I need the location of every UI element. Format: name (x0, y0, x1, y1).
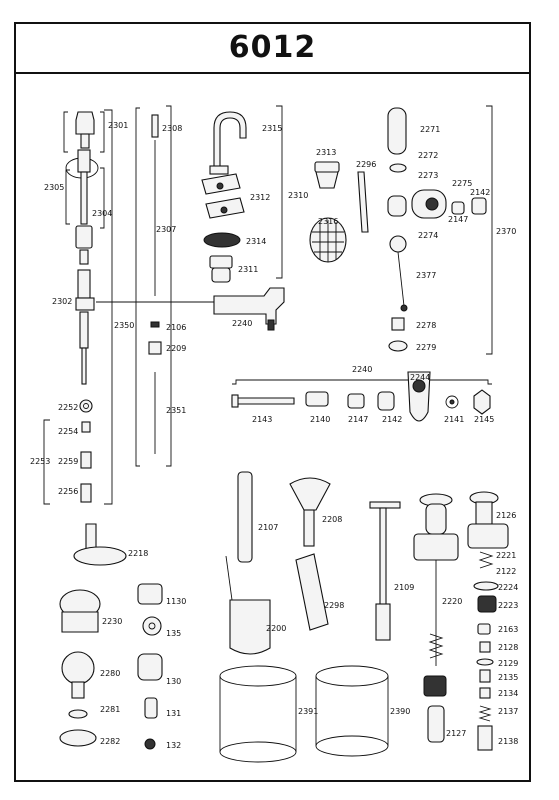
label-2259: 2259 (58, 457, 78, 466)
label-2304: 2304 (92, 209, 112, 218)
label-2141: 2141 (444, 415, 464, 424)
label-2296: 2296 (356, 160, 376, 169)
label-2129: 2129 (498, 659, 518, 668)
label-2280: 2280 (100, 669, 120, 678)
label-2274: 2274 (418, 231, 438, 240)
label-2273: 2273 (418, 171, 438, 180)
label-2315: 2315 (262, 124, 282, 133)
elbow-clamp-parts (201, 111, 285, 331)
label-2307: 2307 (156, 225, 176, 234)
pump-parts (413, 491, 509, 751)
label-2221: 2221 (496, 551, 516, 560)
label-2126: 2126 (496, 511, 516, 520)
label-2313: 2313 (316, 148, 336, 157)
label-2224: 2224 (498, 583, 518, 592)
page-title: 6012 (228, 29, 317, 65)
label-2308: 2308 (162, 124, 182, 133)
valve-regulator-parts (387, 107, 487, 352)
label-2350: 2350 (114, 321, 134, 330)
label-2244: 2244 (410, 373, 430, 382)
label-2107: 2107 (258, 523, 278, 532)
label-2370: 2370 (496, 227, 516, 236)
label-2209: 2209 (166, 344, 186, 353)
label-2278: 2278 (416, 321, 436, 330)
label-2122: 2122 (496, 567, 516, 576)
nozzle-strainer-parts (309, 161, 369, 263)
label-2351: 2351 (166, 406, 186, 415)
label-2106: 2106 (166, 323, 186, 332)
label-2163: 2163 (498, 625, 518, 634)
label-2298: 2298 (324, 601, 344, 610)
label-2220: 2220 (442, 597, 462, 606)
label-2230: 2230 (102, 617, 122, 626)
label-2391: 2391 (298, 707, 318, 716)
label-2302: 2302 (52, 297, 72, 306)
label-2301: 2301 (108, 121, 128, 130)
label-2390: 2390 (390, 707, 410, 716)
spindle-kit-parts (231, 371, 491, 422)
label-2240-kit: 2240 (352, 365, 372, 374)
label-2253: 2253 (30, 457, 50, 466)
glass-cylinders (219, 665, 389, 763)
label-1130: 1130 (166, 597, 186, 606)
label-2145: 2145 (474, 415, 494, 424)
part-labels: 2301 2305 2304 2302 2350 2252 2254 2253 … (30, 121, 518, 750)
label-2314: 2314 (246, 237, 266, 246)
label-2272: 2272 (418, 151, 438, 160)
label-2142-top: 2142 (470, 188, 490, 197)
label-2310: 2310 (288, 191, 308, 200)
label-2138: 2138 (498, 737, 518, 746)
tools-parts (225, 471, 401, 655)
label-2275: 2275 (452, 179, 472, 188)
label-131: 131 (166, 709, 181, 718)
label-2271: 2271 (420, 125, 440, 134)
label-2223: 2223 (498, 601, 518, 610)
label-2240-elbow: 2240 (232, 319, 252, 328)
label-2208: 2208 (322, 515, 342, 524)
label-2109: 2109 (394, 583, 414, 592)
label-2128: 2128 (498, 643, 518, 652)
label-2316: 2316 (318, 217, 338, 226)
label-135: 135 (166, 629, 181, 638)
rod-parts (148, 114, 162, 454)
caps-dials-parts (59, 523, 163, 750)
label-132: 132 (166, 741, 181, 750)
label-2252: 2252 (58, 403, 78, 412)
label-2312: 2312 (250, 193, 270, 202)
label-2135: 2135 (498, 673, 518, 682)
title-bar: 6012 (14, 22, 531, 74)
label-2311: 2311 (238, 265, 258, 274)
burner-tube-assembly (65, 111, 99, 503)
label-2305: 2305 (44, 183, 64, 192)
label-2254: 2254 (58, 427, 78, 436)
label-2256: 2256 (58, 487, 78, 496)
label-2142-kit: 2142 (382, 415, 402, 424)
label-2282: 2282 (100, 737, 120, 746)
label-2147-top: 2147 (448, 215, 468, 224)
label-2127: 2127 (446, 729, 466, 738)
label-2137: 2137 (498, 707, 518, 716)
label-2147-kit: 2147 (348, 415, 368, 424)
label-130: 130 (166, 677, 181, 686)
label-2140: 2140 (310, 415, 330, 424)
label-2377: 2377 (416, 271, 436, 280)
label-2143: 2143 (252, 415, 272, 424)
label-2134: 2134 (498, 689, 518, 698)
label-2279: 2279 (416, 343, 436, 352)
label-2218: 2218 (128, 549, 148, 558)
label-2200: 2200 (266, 624, 286, 633)
label-2281: 2281 (100, 705, 120, 714)
plate-frame (14, 22, 531, 782)
